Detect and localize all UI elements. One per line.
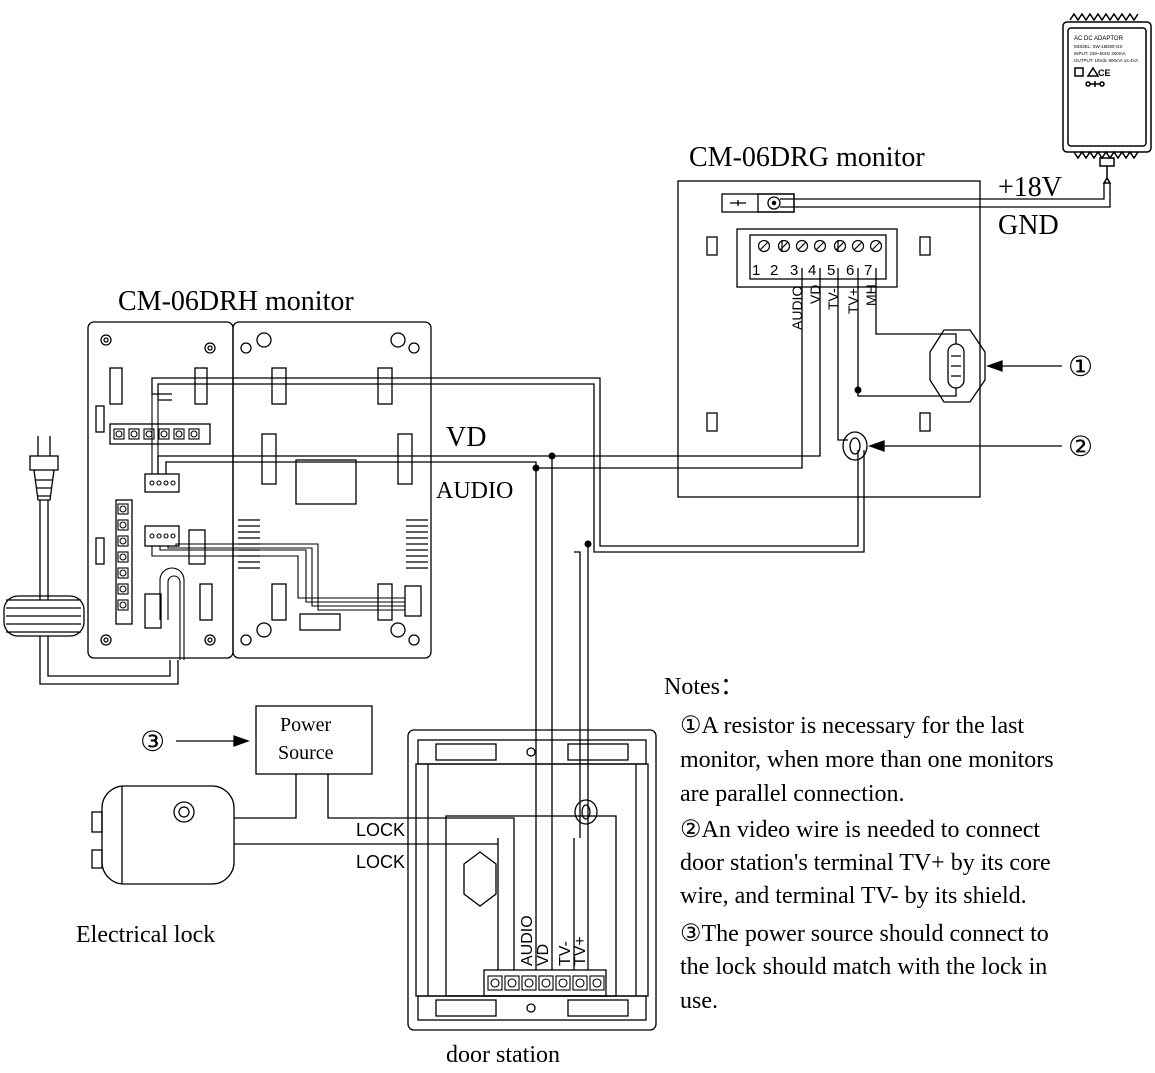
marker-3: ③ xyxy=(140,726,165,757)
junction-dots xyxy=(532,386,862,548)
drg-terminal-tv-minus: TV- xyxy=(825,288,841,310)
door-station xyxy=(407,729,657,1031)
drg-terminal-mh: MH xyxy=(863,284,879,306)
plus18v-label: +18V xyxy=(998,172,1062,203)
gnd-label: GND xyxy=(998,210,1059,241)
drh-terminal-screws xyxy=(113,428,200,611)
drg-terminal-6: 6 xyxy=(846,262,854,279)
drh-monitor-label: CM-06DRH monitor xyxy=(118,286,354,317)
marker-1: ① xyxy=(1068,351,1093,382)
door-station-label: door station xyxy=(446,1042,560,1068)
audio-label: AUDIO xyxy=(436,478,513,504)
ac-dc-adaptor xyxy=(1062,12,1152,184)
drg-terminal-7: 7 xyxy=(864,262,872,279)
main-wiring xyxy=(151,268,957,838)
door-terminal-tv-minus: TV- xyxy=(557,941,574,966)
drg-terminal-screws xyxy=(757,239,883,253)
drg-terminal-5: 5 xyxy=(827,262,835,279)
drg-monitor xyxy=(677,180,981,498)
drg-terminal-tv-plus: TV+ xyxy=(845,288,861,314)
lock-label-1: LOCK xyxy=(356,820,405,840)
door-terminal-screws xyxy=(487,975,605,991)
note-2-line-3: wire, and terminal TV- by its shield. xyxy=(680,883,1027,909)
note-2-line-2: door station's terminal TV+ by its core xyxy=(680,850,1051,876)
note-1-line-2: monitor, when more than one monitors xyxy=(680,747,1054,773)
note-1-line-1: ①A resistor is necessary for the last xyxy=(680,713,1024,739)
drg-terminal-vd: VD xyxy=(807,285,823,304)
adaptor-line2: MODEL: SW-18D80-GS xyxy=(1074,44,1122,49)
vd-label: VD xyxy=(446,422,486,453)
power-source xyxy=(234,705,515,838)
electrical-lock-label: Electrical lock xyxy=(76,922,215,948)
drg-terminal-1: 1 xyxy=(752,262,760,279)
marker-2: ② xyxy=(1068,431,1093,462)
marker-arrows xyxy=(176,360,1062,747)
adaptor-line3: INPUT: 230~50Hz 200mA xyxy=(1074,51,1126,56)
electrical-lock xyxy=(91,785,499,885)
drh-internal-wiring xyxy=(151,394,405,660)
adaptor-line1: AC DC ADAPTOR xyxy=(1074,36,1124,42)
video-wire-shield xyxy=(842,431,868,461)
ce-mark-icon: CE xyxy=(1098,68,1111,78)
power-source-line1: Power xyxy=(280,714,331,736)
drg-terminal-audio: AUDIO xyxy=(789,286,805,330)
drh-monitor xyxy=(87,321,432,659)
adaptor-wire xyxy=(780,183,1111,208)
power-plug xyxy=(3,436,179,685)
note-2-line-1: ②An video wire is needed to connect xyxy=(680,817,1040,843)
drg-terminal-2: 2 xyxy=(770,262,778,279)
door-terminal-audio: AUDIO xyxy=(519,915,536,966)
note-1-line-3: are parallel connection. xyxy=(680,781,905,807)
door-terminal-vd: VD xyxy=(535,944,552,966)
drg-terminal-4: 4 xyxy=(808,262,816,279)
adaptor-line4: OUTPUT: 18Vdc 800mA 14.4VA xyxy=(1074,58,1138,63)
resistor xyxy=(929,329,986,403)
note-3-line-2: the lock should match with the lock in xyxy=(680,954,1047,980)
power-source-line2: Source xyxy=(278,742,334,764)
note-3-line-1: ③The power source should connect to xyxy=(680,921,1049,947)
door-terminal-tv-plus: TV+ xyxy=(572,936,589,966)
lock-label-2: LOCK xyxy=(356,852,405,872)
drg-terminal-3: 3 xyxy=(790,262,798,279)
notes-title: Notes： xyxy=(664,674,744,700)
drg-monitor-label: CM-06DRG monitor xyxy=(689,142,925,173)
note-3-line-3: use. xyxy=(680,988,718,1014)
